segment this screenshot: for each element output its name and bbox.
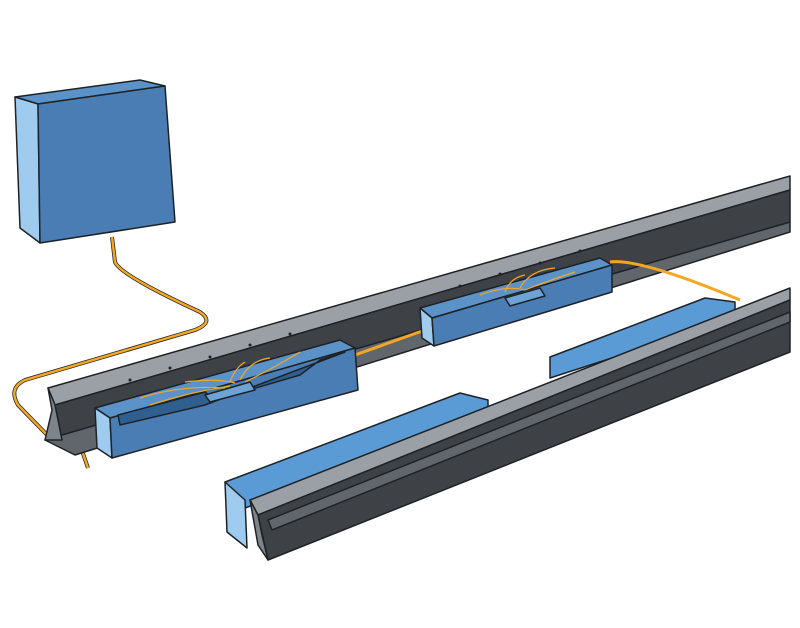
carriage-module-left (94, 339, 359, 459)
fiber-wires-left (139, 351, 301, 406)
control-box-front (37, 85, 176, 244)
control-box-side (14, 96, 41, 244)
control-box (14, 79, 176, 244)
front-rail (249, 287, 791, 561)
fiber-wires-right (479, 267, 576, 296)
cable-right (609, 260, 741, 302)
rail-holes (128, 249, 582, 382)
cable-link (354, 328, 426, 357)
